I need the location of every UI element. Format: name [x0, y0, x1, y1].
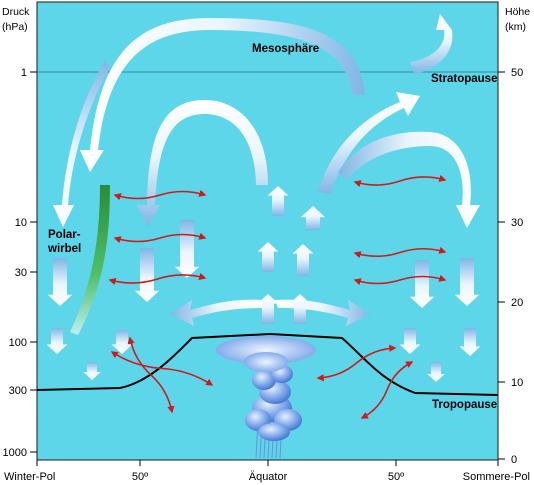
flow-arrow-up [292, 244, 314, 276]
pressure-tick-label: 1 [21, 67, 27, 79]
tropical-convection-cloud [216, 336, 316, 459]
mixing-arrows [108, 174, 447, 419]
pressure-tick-label: 1000 [3, 447, 27, 459]
pressure-tick-label: 30 [15, 267, 27, 279]
mixing-arrow [316, 344, 397, 382]
summer-midlat-arch-arrow [338, 131, 480, 228]
equator-outflow-left-arrow [170, 299, 265, 326]
midlat-winter-arch-arrow [137, 100, 268, 227]
mixing-arrow [353, 246, 447, 259]
winter-pole-descent-arrow [53, 60, 110, 227]
mixing-arrow [353, 174, 447, 188]
tropopause-label: Tropopause [432, 399, 497, 411]
flow-arrow-up [289, 294, 311, 324]
mixing-arrow [127, 336, 175, 414]
mixing-arrow [108, 273, 207, 285]
summer-pole-hook-arrow [410, 14, 453, 74]
height-tick-label: 10 [511, 377, 523, 389]
pressure-tick-label: 10 [15, 217, 27, 229]
height-tick-label: 20 [511, 297, 523, 309]
flow-arrow-down [454, 258, 480, 306]
x-label-50-winter: 50º [132, 471, 148, 483]
height-tick-label: 0 [511, 454, 517, 466]
left-axis [30, 71, 37, 453]
summer-rising-arrow [318, 92, 420, 194]
right-axis-title-line2: (km) [505, 21, 526, 33]
flow-arrow-up [267, 186, 289, 216]
flow-arrow-down [83, 362, 101, 380]
x-label-50-summer: 50º [388, 471, 404, 483]
mesosphere-label: Mesosphäre [252, 43, 319, 55]
flow-arrow-up [257, 242, 279, 272]
height-tick-label: 50 [511, 67, 523, 79]
flow-arrow-down [47, 258, 73, 306]
x-label-summer-pole: Sommere-Pol [463, 471, 530, 483]
mixing-arrow [113, 232, 207, 244]
mixing-arrow [360, 361, 414, 419]
polar-vortex-label-line1: Polar- [48, 229, 81, 241]
flow-arrow-down [459, 328, 481, 356]
pressure-tick-label: 100 [9, 337, 27, 349]
mixing-arrow [353, 274, 447, 286]
right-axis-title-line1: Höhe [505, 6, 530, 18]
stratopause-label: Stratopause [431, 73, 497, 85]
flow-arrow-down [399, 328, 421, 354]
left-axis-title-line1: Druck [2, 6, 30, 18]
mixing-arrow [113, 189, 207, 201]
height-tick-label: 30 [511, 217, 523, 229]
polar-vortex-label-line2: wirbel [47, 243, 81, 255]
x-label-equator: Äquator [249, 471, 288, 483]
left-axis-title-line2: (hPa) [2, 21, 28, 33]
flow-arrow-down [46, 328, 68, 354]
flow-arrow-down [111, 330, 133, 354]
pressure-tick-label: 300 [9, 385, 27, 397]
right-axis [498, 71, 505, 460]
bottom-axis [36, 460, 499, 466]
anvil-top [216, 336, 316, 364]
flow-arrow-down [427, 362, 445, 382]
x-label-winter-pole: Winter-Pol [4, 471, 55, 483]
flow-arrow-up [300, 206, 326, 230]
flow-arrow-up [257, 294, 279, 324]
polar-vortex-band [70, 185, 110, 335]
